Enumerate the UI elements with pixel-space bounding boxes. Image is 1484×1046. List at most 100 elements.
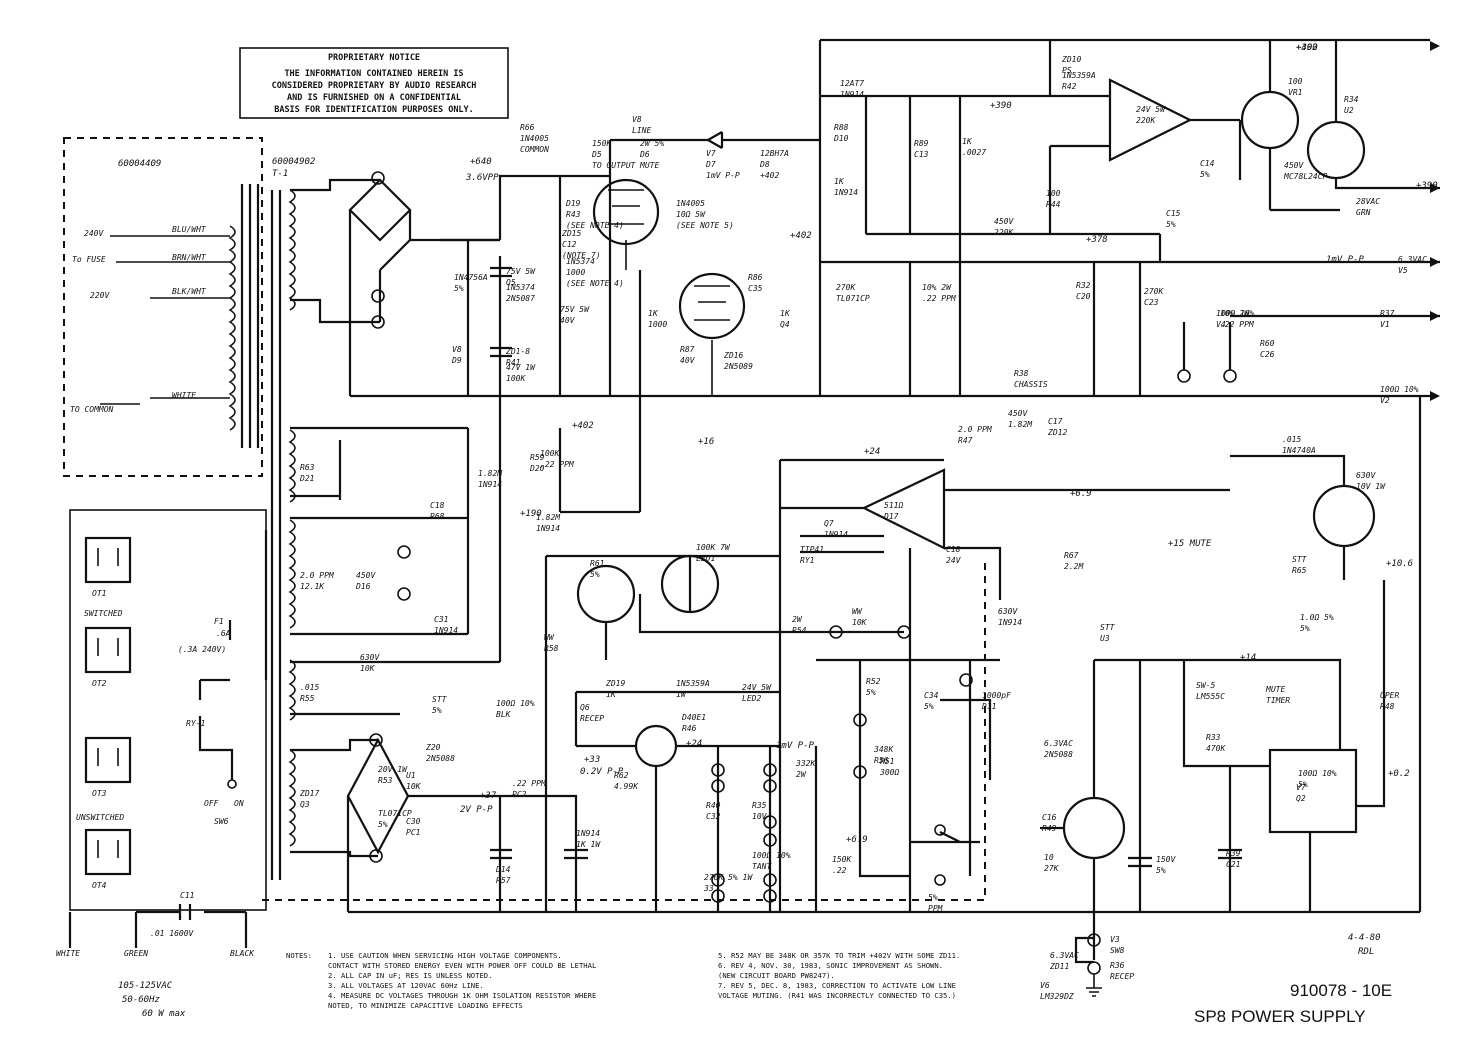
wire-brn-wht: BRN/WHT bbox=[172, 253, 207, 262]
component-label: 1N914 bbox=[840, 90, 864, 99]
component-label: TL071CP bbox=[836, 294, 870, 303]
notes-block: NOTES: 1. USE CAUTION WHEN SERVICING HIG… bbox=[286, 951, 960, 1010]
component-label: R89 bbox=[914, 139, 929, 148]
u3-timer bbox=[1094, 580, 1386, 912]
tube-v7 bbox=[592, 178, 660, 270]
component-label: 100Ω 10% bbox=[752, 851, 791, 860]
component-label: .22 PPM bbox=[540, 460, 575, 469]
component-label: 1N914 bbox=[824, 530, 848, 539]
component-label: STT bbox=[1292, 555, 1308, 564]
component-label: 1K bbox=[606, 690, 617, 699]
component-label: 1K bbox=[648, 309, 659, 318]
component-label: ZD16 bbox=[723, 351, 743, 360]
component-label: ZD11 bbox=[1049, 962, 1069, 971]
component-label: 6.3VAC bbox=[1050, 951, 1079, 960]
component-label: 24V 5W bbox=[1136, 105, 1166, 114]
component-label: TIMER bbox=[1266, 696, 1290, 705]
component-label: 2W bbox=[792, 615, 803, 624]
outlet-label: OT1 bbox=[92, 589, 106, 598]
voltage-label: +390 bbox=[1296, 43, 1318, 53]
component-label: PS bbox=[1062, 66, 1072, 75]
relay-ref: RY-1 bbox=[186, 719, 205, 728]
component-label: R63 bbox=[300, 463, 315, 472]
component-label: Q6 bbox=[580, 703, 590, 712]
component-label: 630V bbox=[1356, 471, 1376, 480]
component-label: TL071CP bbox=[378, 809, 412, 818]
component-label: 100K bbox=[506, 374, 526, 383]
component-label: 100Ω 10% bbox=[1380, 385, 1419, 394]
component-label: R43 bbox=[566, 210, 581, 219]
component-label: 1.0Ω 5% bbox=[1300, 613, 1334, 622]
component-label: 24V 5W bbox=[742, 683, 772, 692]
component-label: 10 bbox=[1044, 853, 1054, 862]
component-label: R67 bbox=[1064, 551, 1079, 560]
component-label: R56 bbox=[874, 756, 889, 765]
component-label: C14 bbox=[1200, 159, 1215, 168]
component-label: D5 bbox=[591, 150, 602, 159]
component-label: ZD15 bbox=[561, 229, 581, 238]
component-label: 450V bbox=[1008, 409, 1028, 418]
component-label: D16 bbox=[355, 582, 371, 591]
component-label: 100Ω 10% bbox=[1298, 769, 1337, 778]
component-label: D21 bbox=[299, 474, 314, 483]
note-line: VOLTAGE MUTING. (R41 WAS INCORRECTLY CON… bbox=[718, 991, 956, 1000]
component-label: R48 bbox=[1380, 702, 1395, 711]
component-label: 5% bbox=[1200, 170, 1210, 179]
drawing-number: 910078 - 10E bbox=[1290, 981, 1392, 1000]
component-label: V1 bbox=[1380, 320, 1390, 329]
component-label: 630V bbox=[360, 653, 380, 662]
hv-rail bbox=[440, 38, 1430, 396]
component-label: R86 bbox=[748, 273, 763, 282]
component-label: 5% bbox=[924, 702, 934, 711]
component-label: .015 bbox=[1282, 435, 1301, 444]
component-label: C30 bbox=[406, 817, 421, 826]
notice-title: PROPRIETARY NOTICE bbox=[328, 53, 420, 63]
component-label: C16 bbox=[1042, 813, 1057, 822]
component-label: R47 bbox=[958, 436, 973, 445]
component-label: R53 bbox=[378, 776, 393, 785]
component-label: 4.99K bbox=[614, 782, 639, 791]
component-label: 1N4756A bbox=[454, 273, 488, 282]
component-label: C20 bbox=[1076, 292, 1091, 301]
component-label: COMMON bbox=[520, 145, 549, 154]
component-label: 150K bbox=[832, 855, 852, 864]
voltage-label: +6.9 bbox=[1070, 489, 1092, 499]
component-label: R35 bbox=[752, 801, 767, 810]
component-label: LINE bbox=[632, 126, 651, 135]
voltage-label: +37 bbox=[480, 791, 497, 801]
note-line: 2. ALL CAP IN uF; RES IS UNLESS NOTED. bbox=[328, 971, 492, 980]
component-label: D14 bbox=[495, 865, 511, 874]
component-label: R40 bbox=[706, 801, 721, 810]
component-label: R52 bbox=[866, 677, 881, 686]
component-label: .015 bbox=[300, 683, 319, 692]
component-label: 10% 2W bbox=[1220, 309, 1250, 318]
component-label: 348K bbox=[873, 745, 894, 754]
component-label: C13 bbox=[914, 150, 929, 159]
component-label: (SEE NOTE 4) bbox=[566, 221, 624, 230]
voltage-label: +390 bbox=[1416, 181, 1438, 191]
component-label: 150V bbox=[1156, 855, 1176, 864]
component-label: 1N5374 bbox=[566, 257, 595, 266]
component-label: TIP41 bbox=[800, 545, 824, 554]
component-label: 511Ω bbox=[884, 501, 903, 510]
component-label: 5% bbox=[1298, 780, 1308, 789]
component-label: R37 bbox=[1380, 309, 1395, 318]
switch-ref: SW6 bbox=[214, 817, 229, 826]
component-label: 1N4740A bbox=[1282, 446, 1316, 455]
component-label: 1N914 bbox=[998, 618, 1022, 627]
voltage-label: +24 bbox=[864, 447, 880, 457]
tap-240v: 240V bbox=[84, 229, 104, 238]
voltage-label: +640 bbox=[470, 157, 492, 167]
component-label: 300Ω bbox=[879, 768, 899, 777]
component-label: STT bbox=[1100, 623, 1116, 632]
component-label: R68 bbox=[430, 512, 445, 521]
component-label: D9 bbox=[451, 356, 462, 365]
component-label: 1N5359A bbox=[676, 679, 710, 688]
component-label: 47V 1W bbox=[506, 363, 536, 372]
component-label: 1W bbox=[676, 690, 687, 699]
component-label: C34 bbox=[924, 691, 939, 700]
component-label: .22 PPM bbox=[512, 779, 547, 788]
component-label: 40V bbox=[680, 356, 696, 365]
tap-white: WHITE bbox=[172, 391, 196, 400]
